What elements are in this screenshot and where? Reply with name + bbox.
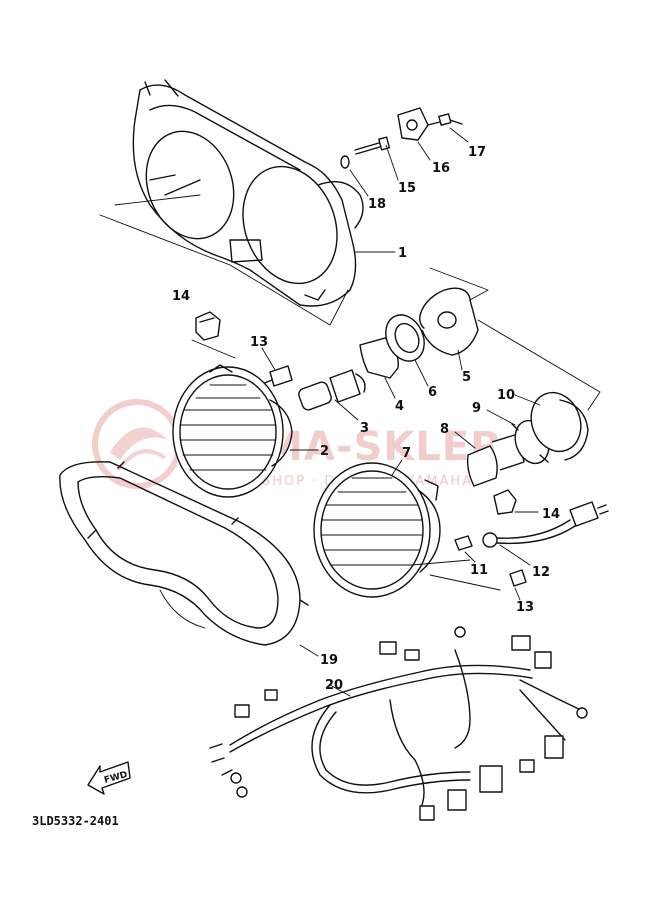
callout-14b: 14 (542, 507, 560, 522)
part-13-bulb-socket (261, 365, 293, 387)
part-14-socket-right (493, 489, 517, 515)
callout-11: 11 (470, 563, 488, 578)
callouts: 1 2 3 4 5 6 7 8 9 10 11 12 13 13 14 14 1… (172, 145, 560, 693)
part-16-adjuster (397, 107, 441, 141)
leader-lines (261, 127, 541, 697)
part-13-bulb-socket-right (509, 569, 527, 587)
part-20-wire-harness (209, 626, 588, 821)
callout-1: 1 (398, 246, 407, 261)
part-17-screw (438, 113, 463, 126)
callout-9: 9 (472, 401, 481, 416)
part-3-bulb (298, 369, 366, 411)
part-15-screw (354, 136, 391, 155)
callout-5: 5 (462, 370, 471, 385)
callout-10: 10 (497, 388, 515, 403)
watermark-logo-icon (92, 399, 182, 489)
callout-4: 4 (395, 399, 404, 414)
callout-12: 12 (532, 565, 550, 580)
callout-13a: 13 (250, 335, 268, 350)
callout-7: 7 (402, 446, 411, 461)
part-1-headlight-housing (99, 79, 364, 326)
part-2-headlight-unit-left (172, 364, 293, 498)
part-18-o-ring (340, 155, 350, 169)
callout-8: 8 (440, 422, 449, 437)
callout-20: 20 (325, 678, 343, 693)
callout-3: 3 (360, 421, 369, 436)
part-5-boot (419, 287, 479, 356)
callout-2: 2 (320, 444, 329, 459)
part-12-socket-harness (482, 501, 609, 548)
callout-13b: 13 (516, 600, 534, 615)
watermark: YAMA-SKLEP SHOP · DEALER · YAMAHA (92, 399, 499, 489)
callout-17: 17 (468, 145, 486, 160)
diagram-code: 3LD5332-2401 (32, 814, 119, 828)
part-19-headlight-cover (59, 461, 309, 646)
callout-16: 16 (432, 161, 450, 176)
callout-18: 18 (368, 197, 386, 212)
part-10-boot (530, 391, 589, 461)
part-14-socket (195, 311, 221, 341)
fwd-arrow-icon: FWD (87, 761, 131, 795)
leader-14a (191, 339, 236, 359)
leader-box-5 (429, 267, 601, 411)
part-11-position-bulb (454, 535, 473, 551)
callout-19: 19 (320, 653, 338, 668)
callout-15: 15 (398, 181, 416, 196)
callout-14a: 14 (172, 289, 190, 304)
callout-6: 6 (428, 385, 437, 400)
leader-box-7 (411, 559, 501, 591)
part-7-headlight-unit-right (313, 462, 441, 598)
